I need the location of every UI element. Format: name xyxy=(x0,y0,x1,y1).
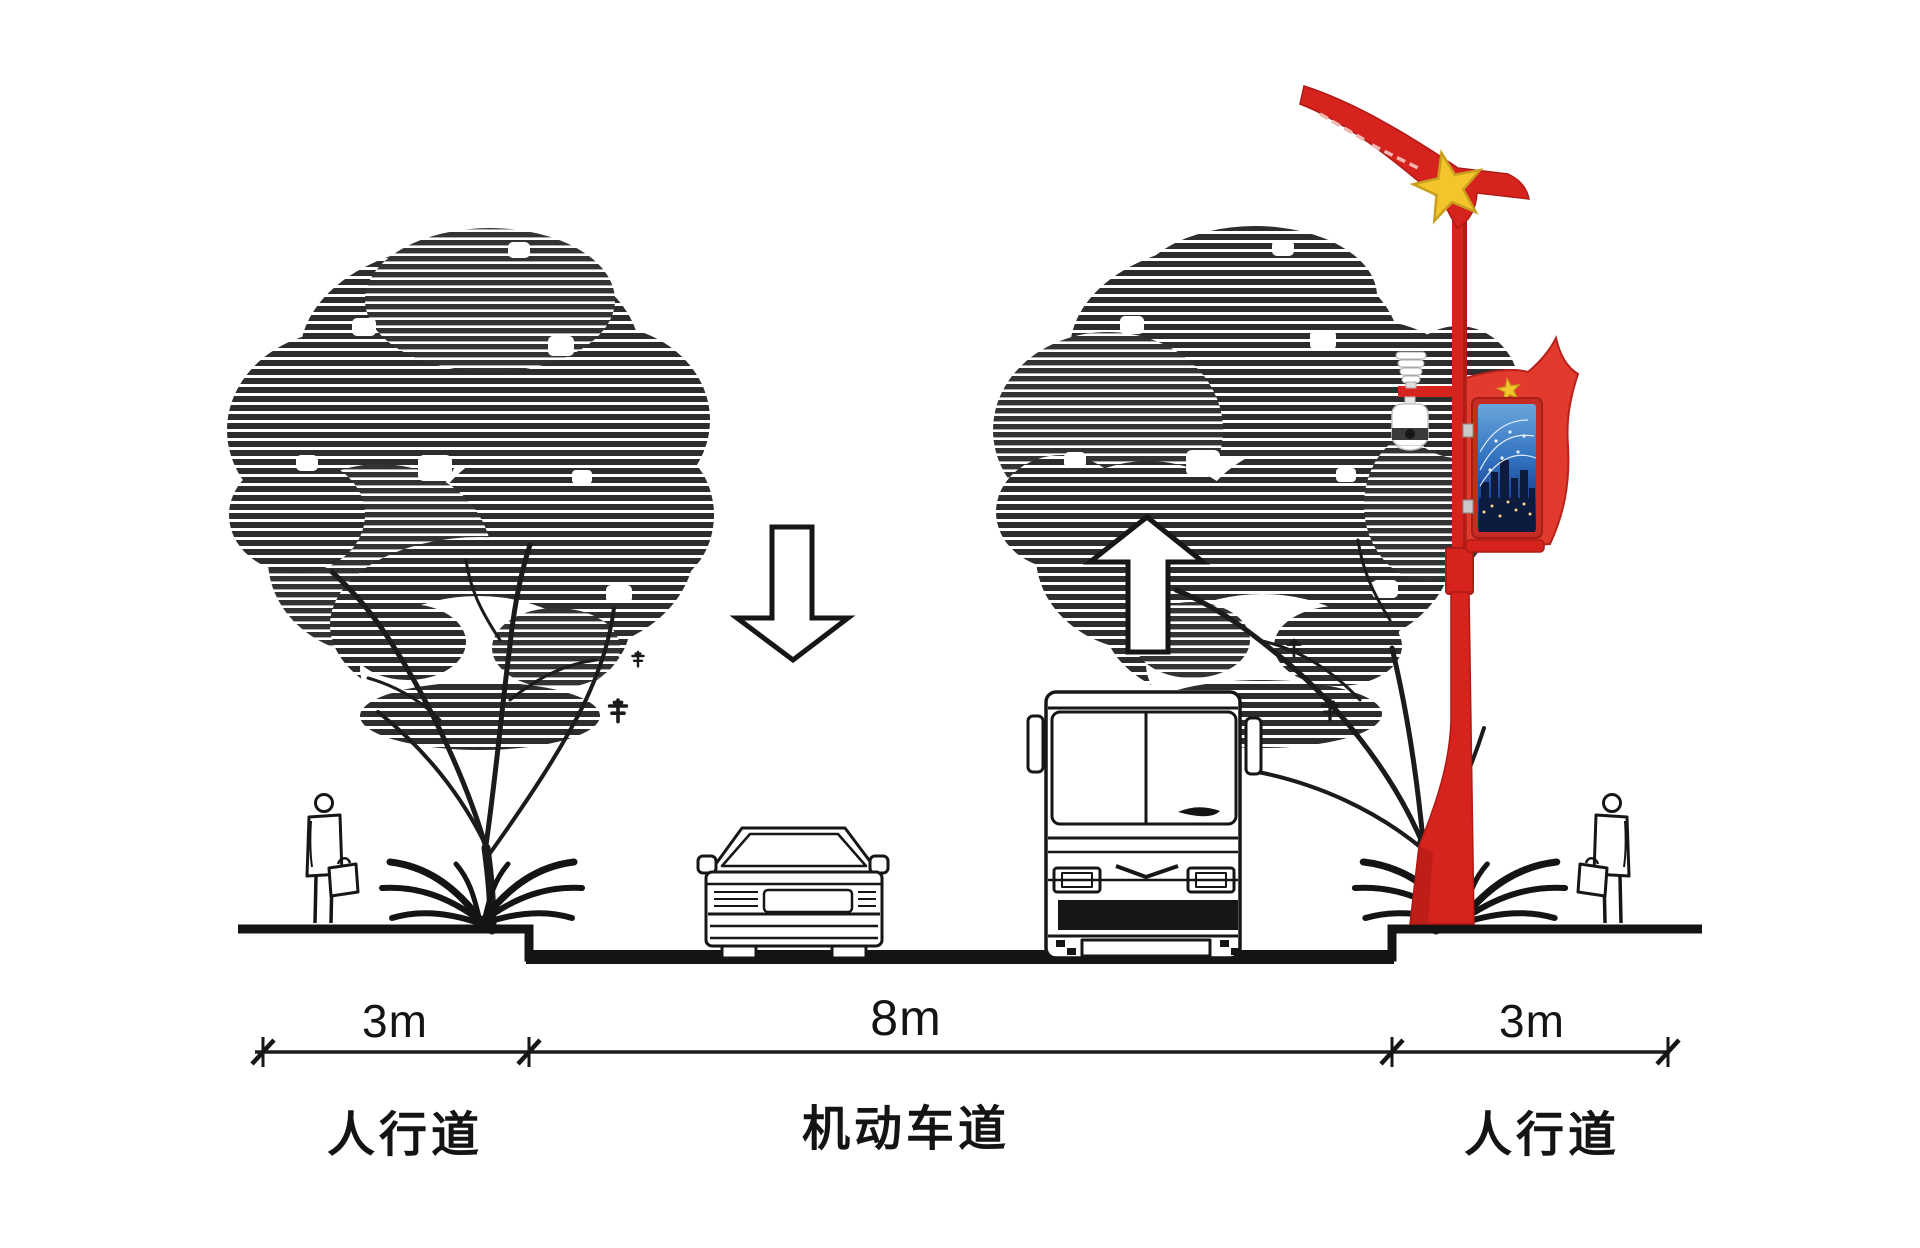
dim-label-sidewalk-left-width: 3m xyxy=(362,995,428,1047)
flag-display-panel xyxy=(1462,335,1580,553)
shrub-left xyxy=(382,862,582,924)
smart-lamp-pole xyxy=(1299,85,1580,925)
panel-clip xyxy=(1462,423,1474,438)
bus-grille xyxy=(1058,900,1238,930)
up-arrow-icon xyxy=(1082,513,1211,655)
bus-mirror-left xyxy=(1026,714,1045,774)
panel-clip xyxy=(1462,499,1474,514)
car-mirror-left xyxy=(696,854,718,875)
down-arrow-icon xyxy=(729,524,856,664)
dim-label-sidewalk-right-width: 3m xyxy=(1499,995,1565,1047)
led-screen xyxy=(1478,404,1537,532)
car xyxy=(696,826,890,960)
zone-label-sidewalk-left: 人行道 xyxy=(326,1107,484,1163)
car-mirror-right xyxy=(868,854,890,875)
dimension-line xyxy=(252,1037,1679,1067)
left-tree-branches xyxy=(329,542,616,935)
zone-label-roadway: 机动车道 xyxy=(801,1101,1011,1157)
bus xyxy=(1026,690,1263,960)
bus-windshield xyxy=(1050,710,1238,826)
bus-emblem xyxy=(1115,864,1179,879)
pole-top-arm xyxy=(1299,85,1530,230)
ptz-camera-icon xyxy=(1391,396,1429,451)
pedestrian-right xyxy=(1576,792,1631,925)
left-tree xyxy=(227,228,714,935)
bus-wiper xyxy=(1178,807,1220,817)
weather-sensor-icon xyxy=(1395,351,1427,389)
car-wheel xyxy=(720,944,758,960)
sensor-arm xyxy=(1398,386,1454,397)
pole-collar xyxy=(1445,547,1474,595)
zone-label-sidewalk-right: 人行道 xyxy=(1463,1107,1621,1163)
bus-license-plate xyxy=(1080,938,1212,958)
car-wheel xyxy=(830,944,868,960)
twig-icon xyxy=(631,650,645,668)
bus-mirror-right xyxy=(1244,716,1263,776)
dim-label-roadway-width: 8m xyxy=(870,990,942,1046)
car-license-plate xyxy=(762,888,854,914)
ground-profile xyxy=(238,924,1702,964)
twig-icon xyxy=(607,698,629,724)
pedestrian-left xyxy=(305,792,360,925)
